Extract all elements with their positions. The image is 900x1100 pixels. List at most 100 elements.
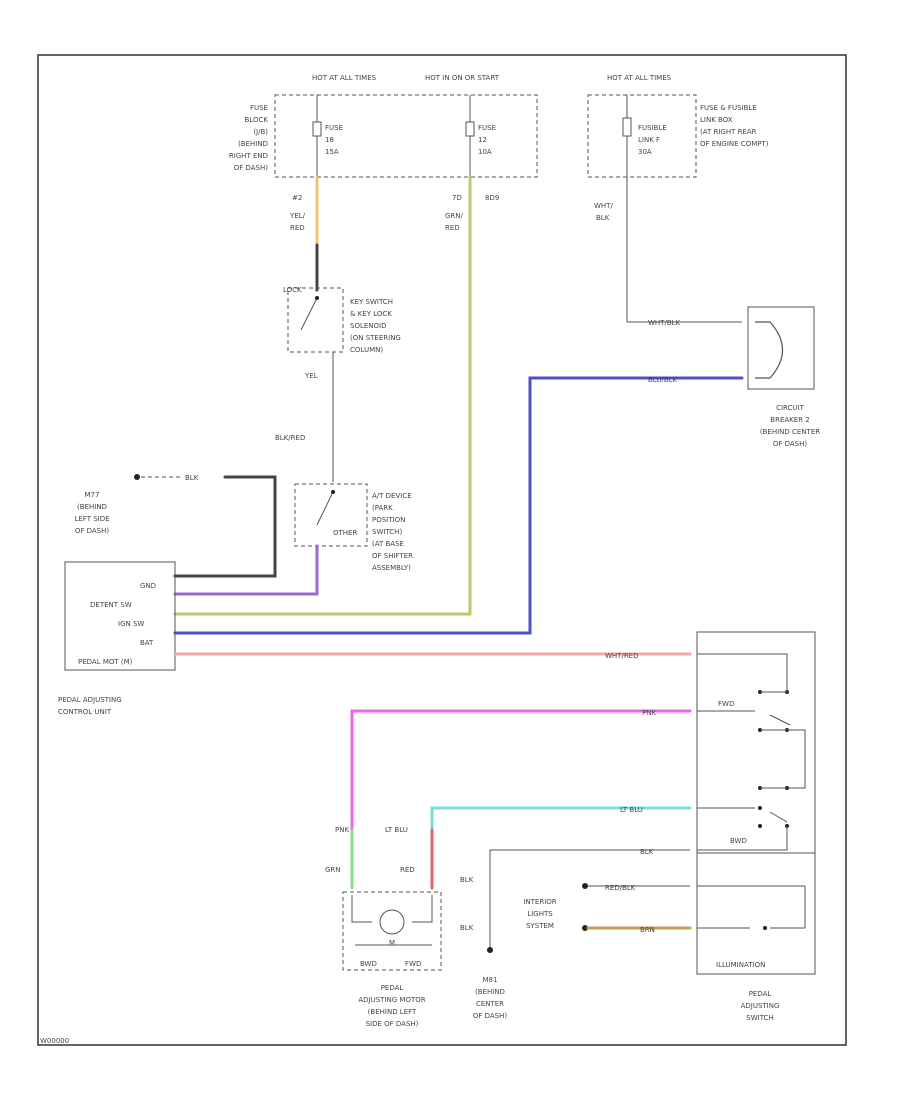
svg-text:RIGHT END: RIGHT END bbox=[229, 152, 268, 160]
svg-text:FUSE & FUSIBLE: FUSE & FUSIBLE bbox=[700, 104, 757, 112]
motor-pnk-label: PNK bbox=[335, 826, 349, 834]
ground-1-symbol bbox=[134, 474, 140, 480]
svg-text:(BEHIND: (BEHIND bbox=[475, 988, 505, 996]
key-switch-contact bbox=[300, 297, 318, 331]
wire-blk-red-label: BLK/RED bbox=[275, 434, 305, 442]
motor-symbol-label: M bbox=[389, 939, 395, 947]
svg-text:RED: RED bbox=[445, 224, 460, 232]
svg-text:BREAKER 2: BREAKER 2 bbox=[770, 416, 809, 424]
wire-grn-red-label: GRN/ RED bbox=[445, 212, 464, 232]
wire-brn-label: BRN bbox=[640, 926, 655, 934]
svg-text:OF ENGINE COMPT): OF ENGINE COMPT) bbox=[700, 140, 769, 148]
fuse-1-symbol bbox=[312, 121, 322, 137]
control-unit-box bbox=[64, 561, 176, 671]
svg-text:YEL/: YEL/ bbox=[289, 212, 306, 220]
fuse-block-outline bbox=[274, 94, 538, 178]
svg-text:POSITION: POSITION bbox=[372, 516, 405, 524]
key-switch-label: KEY SWITCH & KEY LOCK SOLENOID (ON STEER… bbox=[350, 298, 401, 354]
svg-text:PEDAL MOT (M): PEDAL MOT (M) bbox=[78, 658, 133, 666]
wire-pnk-label: PNK bbox=[642, 709, 656, 717]
switch-label: PEDAL ADJUSTING SWITCH bbox=[741, 990, 780, 1022]
wire-grn-label: GRN bbox=[325, 866, 341, 874]
svg-text:12: 12 bbox=[478, 136, 487, 144]
svg-text:SIDE OF DASH): SIDE OF DASH) bbox=[366, 1020, 419, 1028]
svg-text:LEFT SIDE: LEFT SIDE bbox=[74, 515, 109, 523]
svg-text:18: 18 bbox=[325, 136, 334, 144]
ground-2-symbol bbox=[487, 947, 493, 953]
svg-text:(J/B): (J/B) bbox=[253, 128, 268, 136]
svg-text:CENTER: CENTER bbox=[476, 1000, 504, 1008]
svg-text:PEDAL: PEDAL bbox=[381, 984, 404, 992]
svg-text:GRN/: GRN/ bbox=[445, 212, 464, 220]
svg-text:FUSE: FUSE bbox=[250, 104, 268, 112]
svg-text:OF DASH): OF DASH) bbox=[773, 440, 808, 448]
svg-text:(BEHIND: (BEHIND bbox=[77, 503, 107, 511]
wire-wht-blk-label-2: WHT/BLK bbox=[648, 319, 681, 327]
fusible-link-symbol bbox=[622, 117, 632, 137]
switch-fwd-label: FWD bbox=[718, 700, 734, 708]
svg-text:INTERIOR: INTERIOR bbox=[523, 898, 556, 906]
power-label-1a: HOT AT ALL TIMES bbox=[312, 74, 377, 82]
fusible-link-box-outline bbox=[587, 94, 697, 178]
motor-winding bbox=[351, 895, 372, 923]
svg-text:CIRCUIT: CIRCUIT bbox=[776, 404, 805, 412]
svg-text:FUSE: FUSE bbox=[478, 124, 496, 132]
wire-wht-blk-label: WHT/ BLK bbox=[594, 202, 613, 222]
fuse-2-terminal-b: 8D9 bbox=[485, 194, 499, 202]
wire-blu-red bbox=[173, 544, 319, 596]
fuse-2-terminal: 7D bbox=[452, 194, 462, 202]
key-switch-pivot bbox=[315, 296, 319, 300]
diagram-frame bbox=[37, 54, 847, 1046]
ground-2-label: M81 (BEHIND CENTER OF DASH) bbox=[473, 976, 508, 1020]
fuse-1-label: FUSE 18 15A bbox=[325, 124, 343, 156]
fuse-2-symbol bbox=[465, 121, 475, 137]
wire-red-blk-label: RED/BLK bbox=[605, 884, 636, 892]
fusible-link-box-label: FUSE & FUSIBLE LINK BOX (AT RIGHT REAR O… bbox=[700, 104, 769, 148]
svg-text:(BEHIND CENTER: (BEHIND CENTER bbox=[760, 428, 820, 436]
fusible-link-label: FUSIBLE LINK F 30A bbox=[638, 124, 667, 156]
motor-fwd-label: FWD bbox=[405, 960, 421, 968]
at-device-label: A/T DEVICE (PARK POSITION SWITCH) (AT BA… bbox=[372, 492, 413, 572]
svg-text:(AT BASE: (AT BASE bbox=[372, 540, 404, 548]
ground-1-label: M77 (BEHIND LEFT SIDE OF DASH) bbox=[74, 491, 109, 535]
interior-lights-terminal-2 bbox=[582, 925, 588, 931]
wire-blk-ground bbox=[173, 475, 277, 578]
svg-text:RED: RED bbox=[290, 224, 305, 232]
svg-text:M81: M81 bbox=[483, 976, 498, 984]
svg-text:15A: 15A bbox=[325, 148, 339, 156]
svg-text:BLOCK: BLOCK bbox=[245, 116, 269, 124]
svg-text:(PARK: (PARK bbox=[372, 504, 393, 512]
motor-winding-2 bbox=[412, 895, 433, 923]
svg-text:KEY SWITCH: KEY SWITCH bbox=[350, 298, 393, 306]
wire-yel-label: YEL bbox=[304, 372, 318, 380]
wire-yel-red-label: YEL/ RED bbox=[289, 212, 306, 232]
svg-text:OF DASH): OF DASH) bbox=[75, 527, 110, 535]
svg-text:LINK BOX: LINK BOX bbox=[700, 116, 733, 124]
circuit-breaker-element bbox=[755, 321, 783, 379]
motor-lt-blu-label: LT BLU bbox=[385, 826, 408, 834]
svg-text:(BEHIND LEFT: (BEHIND LEFT bbox=[368, 1008, 417, 1016]
motor-label: PEDAL ADJUSTING MOTOR (BEHIND LEFT SIDE … bbox=[358, 984, 425, 1028]
motor-symbol bbox=[379, 909, 405, 935]
wire-pnk bbox=[350, 709, 692, 832]
svg-text:(BEHIND: (BEHIND bbox=[238, 140, 268, 148]
svg-text:IGN SW: IGN SW bbox=[118, 620, 144, 628]
wire-blu-blk bbox=[173, 376, 744, 635]
svg-text:M77: M77 bbox=[85, 491, 100, 499]
wire-blu-blk-label: BLU/BLK bbox=[648, 376, 678, 384]
fuse-1-terminal: #2 bbox=[292, 194, 302, 202]
at-device-outline bbox=[294, 483, 368, 547]
wire-red-label: RED bbox=[400, 866, 415, 874]
svg-text:BLK: BLK bbox=[596, 214, 610, 222]
svg-text:FUSIBLE: FUSIBLE bbox=[638, 124, 667, 132]
svg-text:ADJUSTING MOTOR: ADJUSTING MOTOR bbox=[358, 996, 425, 1004]
svg-text:COLUMN): COLUMN) bbox=[350, 346, 383, 354]
svg-text:GND: GND bbox=[140, 582, 156, 590]
interior-lights-label: INTERIOR LIGHTS SYSTEM bbox=[523, 898, 556, 930]
at-device-pivot bbox=[331, 490, 335, 494]
power-label-3a: HOT AT ALL TIMES bbox=[607, 74, 672, 82]
control-unit-label: PEDAL ADJUSTING CONTROL UNIT bbox=[58, 696, 122, 716]
svg-text:SWITCH): SWITCH) bbox=[372, 528, 402, 536]
svg-text:A/T DEVICE: A/T DEVICE bbox=[372, 492, 412, 500]
